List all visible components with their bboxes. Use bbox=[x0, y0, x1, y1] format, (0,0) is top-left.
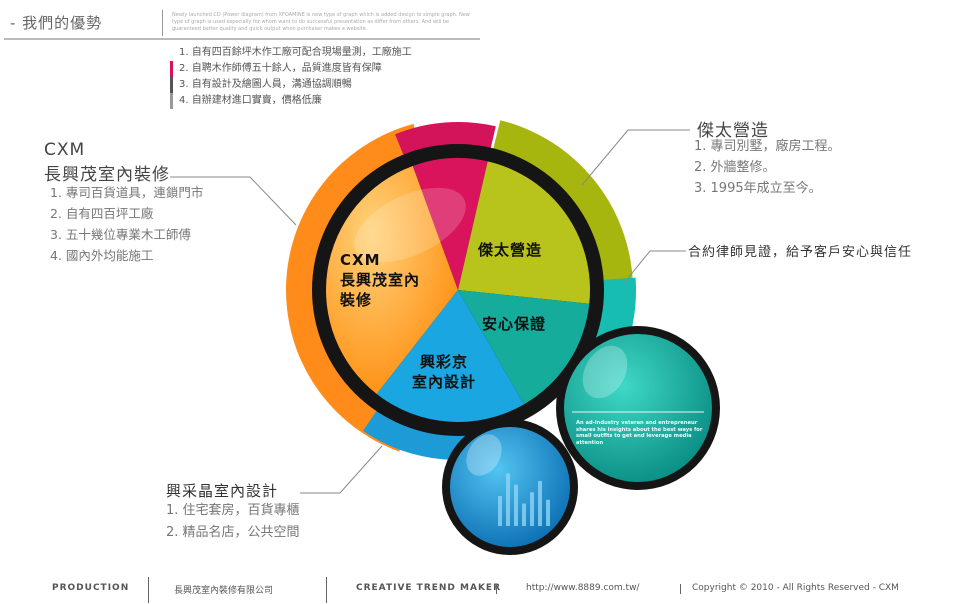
slice-label-line: 裝修 bbox=[340, 291, 373, 309]
slice-label-cxm: CXM 長興茂室內 裝修 bbox=[340, 250, 420, 310]
slice-magenta bbox=[412, 158, 488, 290]
header-divider bbox=[162, 10, 163, 36]
blue-bubble-shine bbox=[466, 434, 502, 476]
teal-bubble-shine bbox=[582, 345, 628, 399]
bubble-bar bbox=[530, 492, 534, 526]
list-item: 3. 1995年成立至今。 bbox=[694, 181, 822, 196]
footer-tagline: CREATIVE TREND MAKER bbox=[356, 583, 502, 593]
list-item: 3. 五十幾位專業木工師傅 bbox=[50, 227, 191, 242]
slice-label-line: CXM bbox=[340, 251, 381, 269]
jietai-list: 1. 專司別墅，廠房工程。 2. 外牆整修。 3. 1995年成立至今。 bbox=[694, 136, 841, 199]
slice-label-jietai: 傑太營造 bbox=[478, 241, 543, 259]
list-item: 1. 住宅套房，百貨專櫃 bbox=[166, 503, 300, 518]
feature-item: 4. 自辦建材進口實賣，價格低廉 bbox=[170, 93, 412, 109]
header: - 我們的優勢 Newly launched CD (Power diagram… bbox=[4, 6, 480, 40]
leader-jietai bbox=[581, 129, 690, 186]
footer-company: 長興茂室內裝修有限公司 bbox=[174, 586, 274, 596]
list-item: 1. 專司百貨道具，連鎖門市 bbox=[50, 185, 204, 200]
list-item: 2. 精品名店，公共空間 bbox=[166, 525, 300, 540]
bubble-bar bbox=[546, 499, 550, 526]
list-item: 4. 國內外均能施工 bbox=[50, 248, 154, 263]
leader-cxm bbox=[170, 176, 297, 226]
slice-label-line: 興彩京 bbox=[420, 353, 469, 371]
bubble-bar bbox=[522, 503, 526, 526]
footer-divider bbox=[326, 577, 327, 603]
footer-divider bbox=[680, 584, 681, 594]
footer: PRODUCTION 長興茂室內裝修有限公司 CREATIVE TREND MA… bbox=[0, 574, 960, 604]
leader-xingcai bbox=[300, 445, 383, 494]
footer-production: PRODUCTION bbox=[52, 583, 130, 593]
bubble-bar bbox=[538, 481, 542, 526]
lawyer-note: 合約律師見證，給予客戶安心與信任 bbox=[688, 245, 913, 260]
bubble-bar bbox=[506, 473, 510, 526]
jietai-title: 傑太營造 bbox=[697, 121, 769, 141]
footer-url-link[interactable]: http://www.8889.com.tw/ bbox=[526, 583, 640, 593]
cxm-list: 1. 專司百貨道具，連鎖門市 2. 自有四百坪工廠 3. 五十幾位專業木工師傅 … bbox=[50, 182, 203, 266]
feature-item: 2. 自聘木作師傅五十餘人，品質進度皆有保障 bbox=[170, 61, 412, 77]
xingcai-title: 興采晶室內設計 bbox=[166, 482, 279, 500]
xingcai-list: 1. 住宅套房，百貨專櫃 2. 精品名店，公共空間 bbox=[166, 500, 300, 544]
leader-lawyer bbox=[623, 250, 686, 284]
footer-divider bbox=[496, 584, 497, 594]
header-underline bbox=[4, 38, 480, 40]
list-item: 2. 自有四百坪工廠 bbox=[50, 206, 154, 221]
slice-xingcai bbox=[376, 290, 524, 422]
feature-list: 1. 自有四百餘坪木作工廠可配合現場量測，工廠施工 2. 自聘木作師傅五十餘人，… bbox=[170, 45, 412, 109]
teal-bubble-text: An ad-industry veteran and entrepreneur … bbox=[576, 420, 703, 446]
slice-cxm bbox=[325, 165, 458, 395]
feature-item: 3. 自有設計及繪圖人員，溝通協調順暢 bbox=[170, 77, 412, 93]
slice-jietai bbox=[458, 161, 590, 304]
list-item: 1. 專司別墅，廠房工程。 bbox=[694, 139, 841, 154]
page-title: - 我們的優勢 bbox=[10, 14, 103, 32]
footer-divider bbox=[148, 577, 149, 603]
bubble-bar-chart bbox=[498, 473, 550, 526]
header-description: Newly launched CD (Power diagram) from X… bbox=[172, 12, 470, 32]
slice-label-line: 長興茂室內 bbox=[340, 271, 421, 289]
list-item: 2. 外牆整修。 bbox=[694, 160, 776, 175]
cxm-subtitle: 長興茂室內裝修 bbox=[44, 165, 170, 185]
bubble-bar bbox=[514, 484, 518, 526]
footer-copyright: Copyright © 2010 - All Rights Reserved -… bbox=[692, 583, 899, 593]
cxm-title: CXM bbox=[44, 140, 86, 160]
teal-bubble bbox=[564, 334, 712, 482]
feature-item: 1. 自有四百餘坪木作工廠可配合現場量測，工廠施工 bbox=[170, 45, 412, 61]
slice-anxin bbox=[458, 290, 590, 405]
slice-label-anxin: 安心保證 bbox=[482, 315, 547, 333]
pie-highlight bbox=[354, 187, 466, 263]
outer-ring-orange bbox=[286, 123, 422, 452]
slice-label-line: 室內設計 bbox=[412, 373, 477, 391]
slice-label-xingcai: 興彩京 室內設計 bbox=[412, 352, 476, 392]
bubble-bar bbox=[498, 496, 502, 526]
